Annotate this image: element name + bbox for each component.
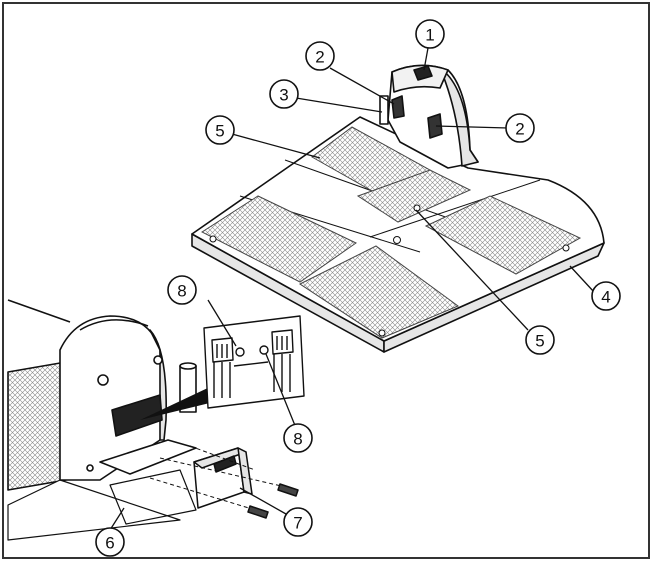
assembled-station [7, 299, 197, 541]
leader-lines [109, 47, 595, 531]
callout-5-bottom: 5 [525, 325, 555, 355]
callout-8-top: 8 [167, 275, 197, 305]
cover-part [149, 445, 299, 519]
callout-5-left: 5 [205, 115, 235, 145]
mesh-panel-front [299, 245, 460, 339]
callout-2-right-label: 2 [515, 120, 524, 139]
callout-8-bottom-label: 8 [293, 430, 302, 449]
callout-4-label: 4 [601, 288, 610, 307]
zoom-pointer [140, 386, 222, 420]
callout-3-label: 3 [279, 86, 288, 105]
callout-2-top: 2 [305, 41, 335, 71]
callout-7-label: 7 [293, 514, 302, 533]
callout-8-bottom: 8 [283, 423, 313, 453]
callout-7: 7 [283, 507, 313, 537]
callout-3: 3 [269, 79, 299, 109]
connector-detail [203, 315, 305, 409]
mesh-panel-left [200, 195, 357, 283]
callout-5-left-label: 5 [215, 122, 224, 141]
callout-5-bottom-label: 5 [535, 332, 544, 351]
charging-tower [379, 64, 479, 169]
callout-4: 4 [591, 281, 621, 311]
callout-6-label: 6 [105, 534, 114, 553]
callout-8-top-label: 8 [177, 282, 186, 301]
mesh-panels [200, 126, 582, 339]
callout-1: 1 [415, 19, 445, 49]
callout-2-top-label: 2 [315, 48, 324, 67]
callout-2-right: 2 [505, 113, 535, 143]
mesh-panel-right [424, 195, 582, 275]
mesh-panel-center [356, 169, 472, 223]
callout-6: 6 [95, 527, 125, 557]
callout-1-label: 1 [425, 26, 434, 45]
